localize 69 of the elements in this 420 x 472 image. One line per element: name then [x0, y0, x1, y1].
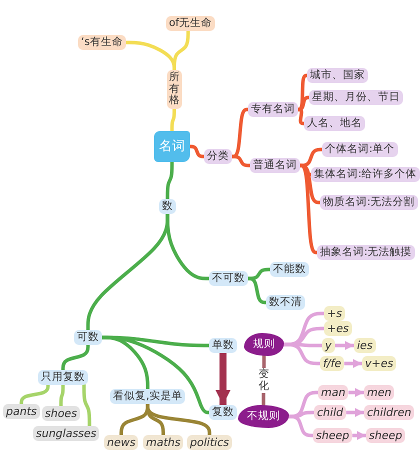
topic-label: 专有名词: [248, 102, 298, 117]
topic-label: +es: [324, 321, 352, 336]
topic-label: 数不清: [266, 295, 305, 310]
arrow: [348, 388, 365, 397]
central-topic: 名词: [154, 131, 190, 162]
arrow: [216, 353, 230, 405]
topic-label: 星期、月份、节日: [309, 90, 403, 105]
topic-label: y: [322, 338, 335, 353]
branch-line: [20, 383, 50, 406]
branch-line: [82, 383, 92, 428]
topic-label: ies: [354, 338, 376, 353]
topic-label: 只用复数: [38, 370, 88, 385]
topic-label: 物质名词:无法分割: [320, 195, 418, 210]
topic-label: 看似复,实是单: [110, 389, 186, 404]
topic-label: 城市、国家: [307, 68, 368, 83]
branch-line: [296, 96, 311, 112]
topic-label: 集体名词:给许多个体: [311, 167, 420, 182]
topic-label: maths: [143, 435, 184, 450]
branch-line: [86, 212, 170, 332]
topic-label: 人名、地名: [304, 116, 365, 131]
arrow: [352, 431, 367, 440]
topic-label: 抽象名词:无法触摸: [317, 245, 415, 260]
branch-line: [282, 342, 322, 366]
topic-label: 可数: [74, 330, 102, 345]
rule-blob: 不规则: [238, 405, 289, 428]
branch-line: [59, 383, 65, 408]
topic-label: sunglasses: [33, 426, 100, 441]
branch-line: [100, 336, 211, 414]
branch-line: [146, 402, 212, 437]
topic-label: +s: [324, 306, 345, 321]
branch-line: [296, 108, 306, 126]
branch-line: [170, 106, 176, 133]
topic-label: news: [104, 435, 138, 450]
topic-label: shoes: [42, 406, 80, 421]
topic-label: child: [314, 405, 346, 420]
branch-line: [287, 414, 315, 438]
topic-label: children: [364, 405, 414, 420]
topic-label: 不可数: [209, 271, 248, 286]
topic-label: 复数: [209, 405, 237, 420]
branch-line: [172, 29, 190, 72]
topic-label: 不能数: [270, 262, 309, 277]
arrow: [344, 359, 362, 368]
branch-line: [61, 343, 90, 372]
topic-label: 普通名词: [250, 158, 300, 173]
branch-line: [230, 154, 252, 168]
arrow: [346, 408, 364, 417]
topic-label: 所有格: [167, 70, 182, 109]
topic-label: 单数: [209, 338, 237, 353]
rule-blob: 规则: [244, 333, 284, 356]
branch-line: [166, 160, 174, 201]
branch-line: [298, 164, 319, 254]
topic-label: 分类: [204, 149, 232, 164]
topic-label: ‘s有生命: [78, 35, 126, 50]
branch-line: [188, 144, 206, 158]
branch-line: [246, 276, 268, 304]
topic-label: pants: [3, 404, 40, 419]
edge-label: 变化: [257, 368, 270, 394]
topic-label: v+es: [362, 356, 396, 371]
topic-label: politics: [187, 435, 232, 450]
topic-label: men: [364, 385, 394, 400]
topic-label: sheep: [366, 428, 406, 443]
branch-line: [230, 108, 250, 158]
topic-label: man: [318, 385, 348, 400]
topic-label: 数: [159, 199, 176, 214]
arrow: [334, 341, 354, 350]
topic-label: sheep: [313, 428, 352, 443]
topic-label: of无生命: [166, 16, 216, 31]
topic-label: 个体名词:单个: [322, 142, 398, 157]
topic-label: f/fe: [320, 356, 344, 371]
